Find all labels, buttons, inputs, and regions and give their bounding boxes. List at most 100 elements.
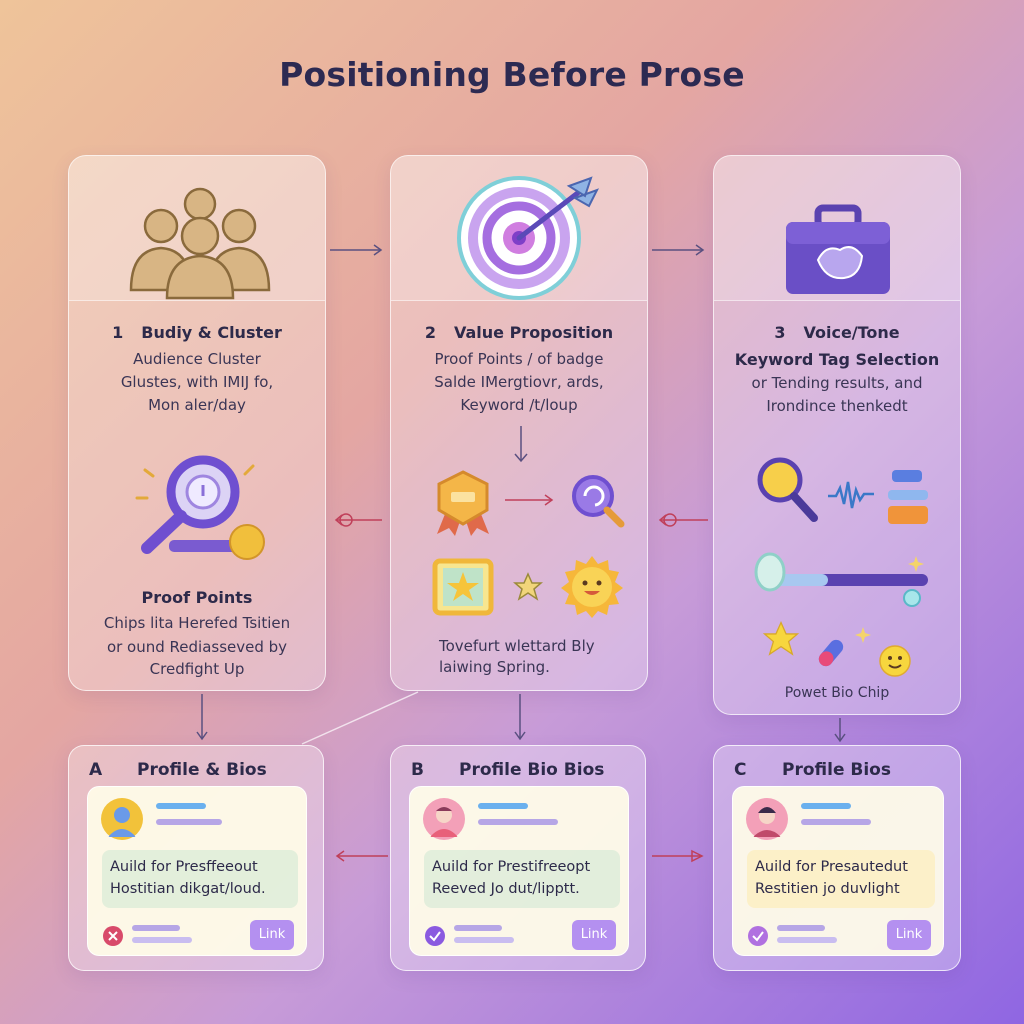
close-icon[interactable]: [102, 925, 124, 947]
flow-arrow-icon: [330, 244, 383, 256]
proof-line: or ound Rediasseved by: [106, 638, 288, 656]
step-line: Audience Cluster: [133, 350, 261, 368]
handle-line: [156, 819, 222, 825]
step-line: Proof Points / of badge: [434, 350, 604, 368]
magnifier-icon: [135, 455, 265, 560]
proof-points-heading: Proof Points: [141, 588, 253, 607]
avatar: [423, 798, 465, 840]
meta-line: [454, 925, 502, 931]
step-number: 2: [424, 323, 436, 342]
step-number: 1: [112, 323, 124, 342]
step-line: Salde IMergtiovr, ards,: [434, 373, 604, 391]
smiley-icon: [879, 645, 911, 677]
step-title: Budiy & Cluster: [141, 323, 282, 342]
profile-preview: Auild for Presffeeout Hostitian dikgat/l…: [87, 786, 307, 956]
forward-arrow-icon: [652, 849, 704, 863]
meta-line: [777, 937, 837, 943]
meta-line: [132, 937, 192, 943]
handle-line: [801, 819, 871, 825]
right-arrow-icon: [505, 494, 554, 506]
magnifier-icon: [757, 457, 818, 522]
diagonal-connector: [301, 691, 419, 745]
step-card-3: 3 Voice/Tone Keyword Tag Selection or Ten…: [713, 155, 961, 715]
down-arrow-icon: [514, 694, 526, 741]
profile-card-c: C Profile Bios Auild for Presautedut Res…: [713, 745, 961, 971]
name-line: [478, 803, 528, 809]
star-icon: [513, 572, 543, 601]
step-card-2: 2 Value Proposition Proof Points / of bad…: [390, 155, 648, 691]
step-line: Irondince thenkedt: [766, 397, 908, 415]
feedback-arrow-icon: [334, 513, 382, 527]
feedback-arrow-icon: [658, 513, 708, 527]
step-heading-3: 3 Voice/Tone: [714, 323, 960, 342]
down-arrow-icon: [514, 426, 528, 463]
link-button[interactable]: Link: [887, 920, 931, 950]
profile-title: Profile & Bios: [137, 760, 267, 780]
check-icon[interactable]: [424, 925, 446, 947]
profile-card-a: A Profile & Bios Auild for Presffeeout H…: [68, 745, 324, 971]
keyword-tag-heading: Keyword Tag Selection: [734, 350, 940, 369]
briefcase-handshake-icon: [786, 204, 890, 294]
step-number: 3: [774, 323, 786, 342]
bio-chip-label: Powet Bio Chip: [784, 685, 890, 701]
bio-line: Restitien jo duvlight: [755, 881, 900, 897]
profile-preview: Auild for Presautedut Restitien jo duvli…: [732, 786, 944, 956]
step-card-1: 1 Budiy & Cluster Audience Cluster Gluste…: [68, 155, 326, 691]
down-arrow-icon: [196, 694, 208, 741]
step-heading-1: 1 Budiy & Cluster: [69, 323, 325, 342]
profile-letter: C: [734, 760, 747, 780]
step-line: Glustes, with IMIJ fo,: [120, 373, 274, 391]
flow-arrow-icon: [652, 244, 705, 256]
avatar: [746, 798, 788, 840]
step-line: laiwing Spring.: [439, 658, 550, 676]
bio-text: Auild for Prestifreeopt Reeved Jo dut/li…: [424, 850, 620, 908]
bio-line: Auild for Presautedut: [755, 859, 908, 875]
bio-text: Auild for Presffeeout Hostitian dikgat/l…: [102, 850, 298, 908]
sun-smiley-icon: [561, 556, 623, 618]
meta-line: [777, 925, 825, 931]
meta-line: [132, 925, 180, 931]
page-title: Positioning Before Prose: [279, 55, 745, 94]
name-line: [156, 803, 206, 809]
profile-title: Profile Bio Bios: [459, 760, 605, 780]
sparkle-icon: [855, 627, 871, 643]
profile-preview: Auild for Prestifreeopt Reeved Jo dut/li…: [409, 786, 629, 956]
people-group-icon: [129, 187, 271, 300]
proof-line: Credfight Up: [149, 660, 245, 678]
back-arrow-icon: [335, 850, 388, 862]
bio-text: Auild for Presautedut Restitien jo duvli…: [747, 850, 935, 908]
check-icon[interactable]: [747, 925, 769, 947]
slider-icon: [754, 552, 928, 607]
proof-line: Chips lita Herefed Tsitien: [103, 614, 291, 632]
star-icon: [762, 620, 800, 656]
tag-stack-icon: [888, 470, 928, 524]
star-frame-icon: [432, 558, 494, 616]
soundwave-icon: [828, 481, 874, 509]
badge-icon: [437, 470, 489, 536]
bio-line: Auild for Presffeeout: [110, 859, 258, 875]
profile-letter: B: [411, 760, 424, 780]
pill-icon: [818, 639, 844, 667]
bio-line: Hostitian dikgat/loud.: [110, 881, 266, 897]
magnifier-icon: [572, 475, 625, 528]
profile-title: Profile Bios: [782, 760, 891, 780]
profile-card-b: B Profile Bio Bios Auild for Prestifreeo…: [390, 745, 646, 971]
bio-line: Auild for Prestifreeopt: [432, 859, 591, 875]
avatar: [101, 798, 143, 840]
step-title: Voice/Tone: [803, 323, 900, 342]
step-line: Tovefurt wlettard Bly: [439, 637, 595, 655]
step-line: or Tending results, and: [751, 374, 923, 392]
name-line: [801, 803, 851, 809]
target-arrow-icon: [457, 176, 600, 300]
step-line: Mon aler/day: [148, 396, 246, 414]
handle-line: [478, 819, 558, 825]
step-title: Value Proposition: [453, 323, 614, 342]
link-button[interactable]: Link: [250, 920, 294, 950]
step-heading-2: 2 Value Proposition: [391, 323, 647, 342]
bio-line: Reeved Jo dut/lipptt.: [432, 881, 580, 897]
meta-line: [454, 937, 514, 943]
down-arrow-icon: [834, 718, 846, 743]
profile-letter: A: [89, 760, 103, 780]
link-button[interactable]: Link: [572, 920, 616, 950]
step-line: Keyword /t/loup: [460, 396, 578, 414]
